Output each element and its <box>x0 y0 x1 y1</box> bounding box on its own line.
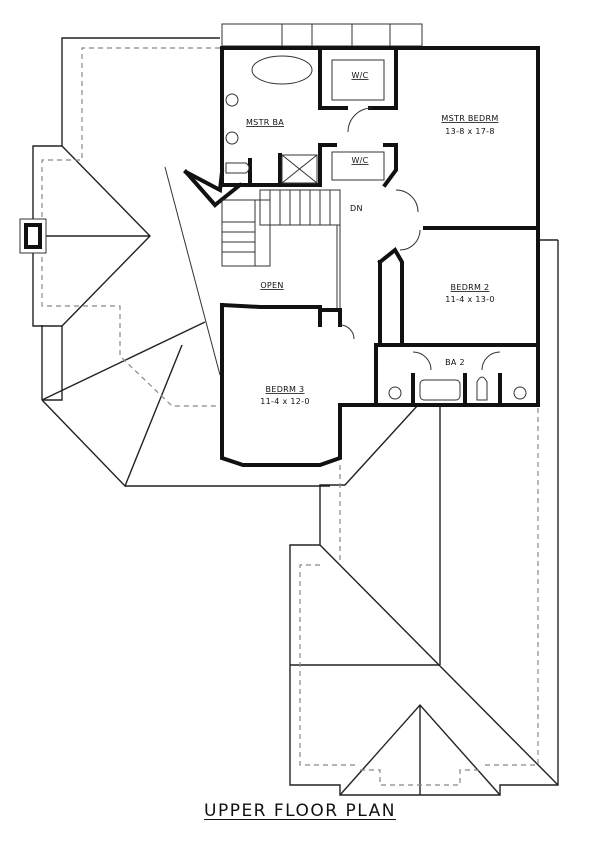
room-label-bedrm-3: BEDRM 3 <box>266 385 305 394</box>
room-label-ba-2: BA 2 <box>445 358 465 367</box>
room-label-mstr-bedrm: MSTR BEDRM <box>441 114 498 123</box>
room-label-wic-1: W/C <box>351 71 368 80</box>
room-label-open: OPEN <box>260 281 283 290</box>
room-dims-mstr-bedrm: 13-8 x 17-8 <box>445 127 494 136</box>
room-label-wic-2: W/C <box>351 156 368 165</box>
walls <box>183 23 540 467</box>
plan-title: UPPER FLOOR PLAN <box>204 801 396 821</box>
doors <box>339 107 501 371</box>
roof-right <box>289 239 559 796</box>
fixtures <box>225 55 527 401</box>
roof-left <box>32 37 330 488</box>
stair-down-label: DN <box>350 204 363 213</box>
stairs <box>221 189 341 267</box>
room-dims-bedrm-3: 11-4 x 12-0 <box>260 397 309 406</box>
room-dims-bedrm-2: 11-4 x 13-0 <box>445 295 494 304</box>
room-label-mstr-ba: MSTR BA <box>246 118 284 127</box>
room-label-bedrm-2: BEDRM 2 <box>451 283 490 292</box>
chimney <box>19 218 47 254</box>
